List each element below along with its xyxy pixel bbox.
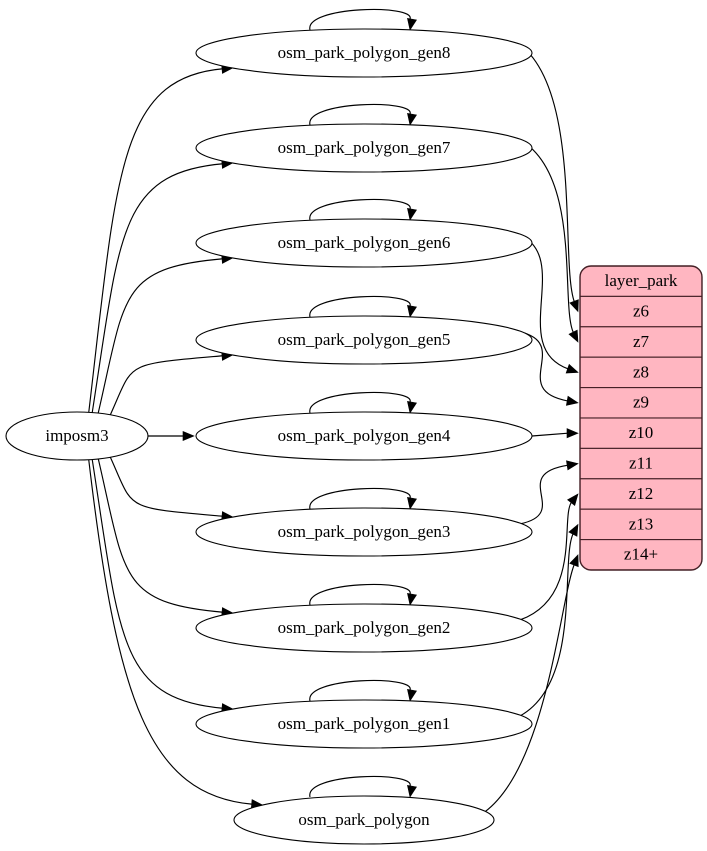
table-row-label-z14plus: z14+ bbox=[624, 545, 658, 564]
node-gen4[interactable]: osm_park_polygon_gen4 bbox=[195, 411, 533, 461]
edge-imposm3-to-gen6 bbox=[97, 258, 224, 416]
edge-imposm3-to-gen7 bbox=[91, 163, 224, 414]
edge-imposm3-to-gen3 bbox=[106, 450, 224, 517]
table-row-label-z13: z13 bbox=[629, 514, 654, 533]
node-gen1-self-loop bbox=[309, 679, 411, 702]
table-row-z7[interactable] bbox=[580, 326, 702, 358]
node-gen2-shape[interactable] bbox=[195, 603, 533, 653]
node-gen4-label: osm_park_polygon_gen4 bbox=[278, 426, 451, 445]
node-base-self-loop bbox=[309, 775, 411, 798]
table-row-label-z8: z8 bbox=[633, 362, 649, 381]
table-row-z14plus[interactable] bbox=[580, 539, 702, 570]
edge-imposm3-to-base bbox=[88, 458, 253, 805]
table-row-z8[interactable] bbox=[580, 356, 702, 389]
table-outline bbox=[579, 265, 703, 571]
edge-arrow-gen3-table bbox=[566, 460, 579, 471]
node-gen5-self-loop bbox=[309, 295, 411, 318]
table-row-label-z12: z12 bbox=[629, 484, 654, 503]
table-body: z6 z7 z8 z9 z10 z11 z12 z13 z14+ layer_park bbox=[580, 266, 702, 570]
table-row-label-z7: z7 bbox=[633, 332, 650, 351]
edge-gen3-to-table bbox=[520, 464, 569, 525]
node-gen3[interactable]: osm_park_polygon_gen3 bbox=[195, 507, 533, 557]
node-gen1-shape[interactable] bbox=[195, 699, 533, 749]
node-imposm3-label: imposm3 bbox=[45, 426, 108, 445]
edge-gen8-to-table bbox=[519, 44, 576, 303]
node-gen7-shape[interactable] bbox=[195, 123, 533, 173]
node-base-self-loop-arrow bbox=[407, 784, 417, 798]
node-gen7[interactable]: osm_park_polygon_gen7 bbox=[195, 123, 533, 173]
node-gen2-self-loop-arrow bbox=[407, 592, 417, 606]
edge-gen7-to-table bbox=[519, 139, 575, 334]
edge-arrow-gen5-table bbox=[565, 395, 579, 406]
node-gen8-shape[interactable] bbox=[195, 28, 533, 78]
edge-arrow-gen6-table bbox=[565, 363, 579, 374]
node-gen5[interactable]: osm_park_polygon_gen5 bbox=[195, 315, 533, 365]
edge-gen1-to-table bbox=[519, 532, 574, 717]
edge-arrow-gen4-table bbox=[566, 428, 579, 439]
node-gen8-self-loop bbox=[309, 8, 411, 31]
node-gen6-label: osm_park_polygon_gen6 bbox=[278, 233, 451, 252]
edge-gen4-to-table bbox=[531, 432, 569, 437]
node-gen3-self-loop bbox=[309, 487, 411, 510]
edge-arrow-gen2-table bbox=[567, 493, 579, 506]
node-base[interactable]: osm_park_polygon bbox=[233, 795, 495, 845]
edge-imposm3-to-gen8 bbox=[88, 68, 224, 414]
node-gen2-self-loop bbox=[309, 583, 411, 606]
node-base-shape[interactable] bbox=[233, 795, 495, 845]
node-base-label: osm_park_polygon bbox=[298, 810, 430, 829]
edge-arrow-imposm3-gen4 bbox=[182, 430, 195, 442]
edge-imposm3-to-gen2 bbox=[97, 456, 224, 613]
edge-base-to-table bbox=[484, 563, 575, 813]
node-gen7-label: osm_park_polygon_gen7 bbox=[278, 138, 451, 157]
table-row-label-z10: z10 bbox=[629, 423, 654, 442]
edge-arrow-gen7-table bbox=[568, 329, 579, 343]
node-layer: imposm3 osm_park_polygon_gen8 osm_park_pol… bbox=[5, 28, 533, 845]
table-header-label: layer_park bbox=[605, 271, 678, 290]
edge-gen6-to-table bbox=[519, 234, 569, 370]
edge-imposm3-to-gen5 bbox=[106, 355, 224, 422]
table-layer: z6 z7 z8 z9 z10 z11 z12 z13 z14+ layer_park bbox=[579, 265, 703, 571]
node-gen8-label: osm_park_polygon_gen8 bbox=[278, 43, 451, 62]
node-gen3-label: osm_park_polygon_gen3 bbox=[278, 522, 451, 541]
edge-gen5-to-table bbox=[520, 331, 569, 402]
node-gen5-label: osm_park_polygon_gen5 bbox=[278, 330, 451, 349]
node-imposm3-shape[interactable] bbox=[5, 411, 149, 461]
node-gen1[interactable]: osm_park_polygon_gen1 bbox=[195, 699, 533, 749]
node-gen1-self-loop-arrow bbox=[407, 688, 417, 702]
edge-arrow-base-table bbox=[569, 554, 579, 568]
table-row-label-z6: z6 bbox=[633, 302, 649, 321]
node-imposm3[interactable]: imposm3 bbox=[5, 411, 149, 461]
table-row-label-z11: z11 bbox=[629, 454, 653, 473]
node-gen4-self-loop bbox=[309, 391, 411, 414]
node-gen7-self-loop-arrow bbox=[407, 112, 417, 126]
node-gen4-shape[interactable] bbox=[195, 411, 533, 461]
node-gen3-self-loop-arrow bbox=[407, 496, 417, 510]
node-gen6-self-loop bbox=[309, 198, 411, 221]
edge-gen2-to-table bbox=[520, 501, 573, 621]
node-gen3-shape[interactable] bbox=[195, 507, 533, 557]
node-gen2-label: osm_park_polygon_gen2 bbox=[278, 618, 451, 637]
node-gen5-shape[interactable] bbox=[195, 315, 533, 365]
node-gen8-self-loop-arrow bbox=[407, 17, 417, 31]
node-gen5-self-loop-arrow bbox=[407, 304, 417, 318]
node-gen2[interactable]: osm_park_polygon_gen2 bbox=[195, 603, 533, 653]
edge-imposm3-to-gen1 bbox=[91, 458, 224, 709]
node-gen6[interactable]: osm_park_polygon_gen6 bbox=[195, 218, 533, 268]
node-gen4-self-loop-arrow bbox=[407, 400, 417, 414]
edge-arrow-gen1-table bbox=[568, 523, 579, 537]
node-gen8[interactable]: osm_park_polygon_gen8 bbox=[195, 28, 533, 78]
table-row-label-z9: z9 bbox=[633, 393, 649, 412]
table-row-z6[interactable] bbox=[580, 295, 702, 328]
node-gen1-label: osm_park_polygon_gen1 bbox=[278, 714, 451, 733]
node-gen6-shape[interactable] bbox=[195, 218, 533, 268]
node-gen7-self-loop bbox=[309, 103, 411, 126]
node-gen6-self-loop-arrow bbox=[407, 207, 417, 221]
edge-arrow-gen8-table bbox=[569, 299, 579, 313]
